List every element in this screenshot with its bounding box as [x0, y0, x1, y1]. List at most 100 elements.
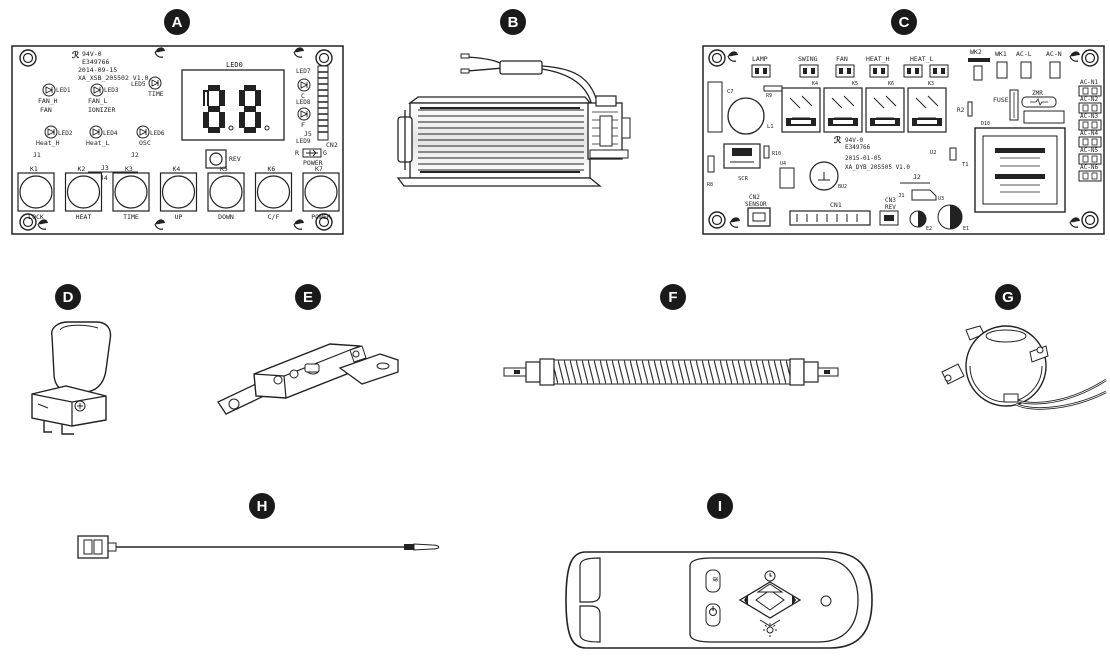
key-label: POWER	[311, 213, 331, 221]
svg-text:CN2: CN2	[749, 194, 760, 201]
label-wk1: WK1	[995, 50, 1007, 58]
seven-segment-display: LED0	[181, 61, 285, 141]
label-swing: SWING	[798, 55, 818, 63]
svg-text:POWER: POWER	[303, 159, 323, 167]
svg-text:LED3: LED3	[104, 87, 119, 94]
panel-label-d: D	[55, 284, 81, 310]
timer-icon	[764, 570, 776, 582]
svg-text:E1: E1	[963, 226, 969, 232]
remote-dpad[interactable]	[738, 581, 802, 619]
svg-text:FAN_L: FAN_L	[88, 97, 108, 105]
ac-output-ac-n1: AC-N1	[1078, 79, 1102, 97]
key-id: K1	[30, 165, 38, 173]
remote-side-button-top[interactable]	[705, 569, 721, 593]
fuse: FUSE	[993, 89, 1019, 121]
panel-label-e: E	[295, 284, 321, 310]
key-id: K6	[268, 165, 276, 173]
relay-k5: K5	[823, 81, 863, 133]
svg-text:U2: U2	[930, 150, 937, 156]
svg-text:D10: D10	[981, 121, 990, 127]
label-ac-l: AC-L	[1016, 50, 1032, 58]
svg-text:LED1: LED1	[56, 87, 71, 94]
svg-text:E349766: E349766	[845, 144, 871, 151]
svg-text:OSC: OSC	[139, 139, 151, 147]
svg-text:LED9: LED9	[296, 138, 311, 145]
ac-output-ac-n2: AC-N2	[1078, 96, 1102, 114]
svg-text:J5: J5	[304, 130, 312, 138]
svg-text:ZMR: ZMR	[1032, 90, 1043, 97]
panel-label-f: F	[660, 284, 686, 310]
svg-text:REV: REV	[885, 204, 896, 211]
svg-text:AC-N4: AC-N4	[1080, 130, 1098, 137]
led-f: LED8 F	[296, 99, 311, 129]
label-fan: FAN	[836, 55, 848, 63]
remote-control: ≋	[565, 551, 873, 649]
svg-text:E: E	[303, 289, 313, 306]
buzzer-bu2: BU2	[809, 161, 847, 191]
label-wk2: WK2	[970, 48, 982, 56]
svg-text:Heat_L: Heat_L	[86, 139, 110, 147]
svg-text:J2: J2	[131, 151, 139, 159]
svg-text:94V-0: 94V-0	[845, 137, 863, 144]
led-c: LED7 C	[296, 68, 311, 100]
key-id: K2	[78, 165, 86, 173]
svg-text:U3: U3	[938, 196, 944, 202]
svg-text:XA_DYB_205505 V1.0: XA_DYB_205505 V1.0	[845, 164, 910, 171]
capacitor-e1: E1	[937, 204, 969, 232]
ul-number: E349766	[82, 58, 109, 66]
svg-text:L1: L1	[767, 124, 774, 130]
led-time: LED5 TIME	[131, 76, 164, 98]
ac-output-ac-n4: AC-N4	[1078, 130, 1102, 148]
svg-text:K4: K4	[812, 81, 818, 87]
key-id: K3	[125, 165, 133, 173]
svg-text:REV: REV	[229, 155, 241, 163]
svg-text:T1: T1	[962, 162, 969, 168]
transformer: T1	[962, 127, 1066, 213]
svg-text:FUSE: FUSE	[993, 96, 1009, 104]
board-date: 2014-09-15	[78, 66, 117, 74]
ul-logo: ℛ	[72, 50, 80, 60]
display-control-board: 94V-0 E349766 2014-09-15 XA_XSB_205502 V…	[11, 45, 344, 235]
led-heat-h: LED2 Heat_H J1	[33, 125, 73, 159]
connector-cn2: CN2 J5	[304, 65, 338, 149]
svg-text:FAN: FAN	[40, 106, 52, 114]
svg-text:CN1: CN1	[830, 201, 842, 209]
svg-text:G: G	[323, 149, 327, 157]
svg-text:R8: R8	[707, 182, 713, 188]
svg-text:SENSOR: SENSOR	[745, 201, 767, 208]
key-c-f[interactable]: K6C/F	[254, 165, 293, 221]
svg-text:C: C	[899, 14, 910, 31]
svg-text:C: C	[301, 92, 305, 100]
svg-text:AC-N1: AC-N1	[1080, 79, 1098, 86]
varistor-zmr: ZMR	[1021, 90, 1065, 124]
svg-text:K6: K6	[888, 81, 894, 87]
panel-label-a: A	[164, 9, 190, 35]
key-label: C/F	[268, 213, 280, 221]
svg-text:AC-N5: AC-N5	[1080, 147, 1098, 154]
svg-text:K3: K3	[928, 81, 934, 87]
panel-label-g: G	[995, 284, 1021, 310]
power-led: LED9 R G POWER	[295, 138, 327, 167]
label-ac-n: AC-N	[1046, 50, 1062, 58]
relay-k6: K6	[865, 81, 905, 133]
key-label: HEAT	[76, 213, 92, 221]
svg-text:D: D	[63, 289, 74, 306]
key-label: UP	[175, 213, 183, 221]
svg-text:LED0: LED0	[226, 61, 243, 69]
led-osc: LED6 OSC J2	[131, 125, 165, 159]
relay-k3: K3	[907, 81, 947, 133]
triac-scr: SCR	[723, 143, 761, 182]
temperature-sensor-probe	[77, 535, 440, 559]
heating-element	[503, 358, 839, 386]
ir-emitter	[820, 595, 832, 607]
svg-text:AC-N2: AC-N2	[1080, 96, 1098, 103]
